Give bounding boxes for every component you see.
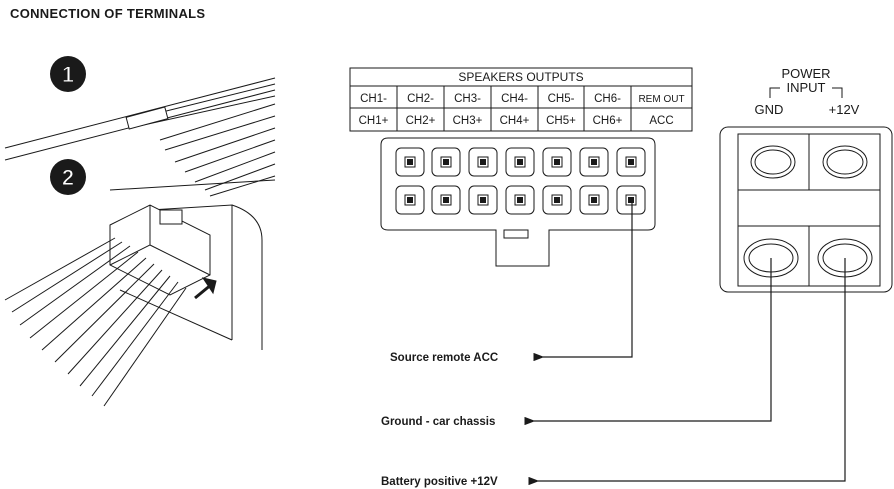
ground-wire xyxy=(524,258,772,426)
label-ch2-minus: CH2- xyxy=(407,93,434,105)
connector-plug xyxy=(109,204,211,296)
amp-housing xyxy=(109,179,276,350)
svg-text:2: 2 xyxy=(62,165,74,190)
connector-illustration: 1 2 xyxy=(4,56,276,407)
connector-pin-top-6 xyxy=(579,147,609,177)
label-ch1-minus: CH1- xyxy=(360,93,387,105)
label-ch1-plus: CH1+ xyxy=(359,115,389,127)
connector-pin-top-7 xyxy=(616,147,646,177)
label-rem-out: REM OUT xyxy=(638,94,684,105)
label-ch6-plus: CH6+ xyxy=(593,115,623,127)
connector-pin-bottom-3 xyxy=(468,185,498,215)
gnd-label: GND xyxy=(755,102,784,117)
acc-wire xyxy=(533,200,633,362)
battery-positive-label: Battery positive +12V xyxy=(381,476,498,488)
svg-text:1: 1 xyxy=(62,62,74,87)
connector-pin-top-3 xyxy=(468,147,498,177)
input-label: INPUT xyxy=(787,80,826,95)
loose-wires xyxy=(4,77,276,197)
step-1-badge: 1 xyxy=(50,56,86,92)
connector-pin-top-4 xyxy=(505,147,535,177)
connector-pin-bottom-2 xyxy=(431,185,461,215)
plug-wires xyxy=(4,237,187,407)
insert-arrow-icon xyxy=(194,277,217,300)
label-ch5-plus: CH5+ xyxy=(546,115,576,127)
connector-pin-bottom-6 xyxy=(579,185,609,215)
connector-pins-bottom xyxy=(395,185,646,215)
source-remote-acc-label: Source remote ACC xyxy=(390,352,498,364)
power-input: POWER INPUT GND +12V xyxy=(719,66,893,293)
label-ch6-minus: CH6- xyxy=(594,93,621,105)
power-terminal-block xyxy=(719,126,893,293)
label-ch5-minus: CH5- xyxy=(548,93,575,105)
connector-pin-bottom-5 xyxy=(542,185,572,215)
label-ch3-minus: CH3- xyxy=(454,93,481,105)
connector-pin-top-1 xyxy=(395,147,425,177)
connector-pin-bottom-4 xyxy=(505,185,535,215)
connector-pin-top-2 xyxy=(431,147,461,177)
connector-pin-bottom-1 xyxy=(395,185,425,215)
label-ch2-plus: CH2+ xyxy=(406,115,436,127)
label-ch4-minus: CH4- xyxy=(501,93,528,105)
label-ch4-plus: CH4+ xyxy=(500,115,530,127)
connector-pins-top xyxy=(395,147,646,177)
step-2-badge: 2 xyxy=(50,159,86,195)
battery-wire xyxy=(528,258,846,486)
power-label: POWER xyxy=(781,66,830,81)
connector-pin-bottom-7 xyxy=(616,185,646,215)
speaker-connector xyxy=(380,137,656,267)
connector-pin-top-5 xyxy=(542,147,572,177)
page-title: CONNECTION OF TERMINALS xyxy=(10,6,206,21)
ground-car-chassis-label: Ground - car chassis xyxy=(381,416,495,428)
label-ch3-plus: CH3+ xyxy=(453,115,483,127)
speakers-header: SPEAKERS OUTPUTS xyxy=(458,70,583,84)
plus12v-label: +12V xyxy=(829,102,860,117)
label-acc: ACC xyxy=(649,115,673,127)
speakers-outputs-table: SPEAKERS OUTPUTS CH1- CH2- CH3- CH4- CH5… xyxy=(349,67,693,132)
